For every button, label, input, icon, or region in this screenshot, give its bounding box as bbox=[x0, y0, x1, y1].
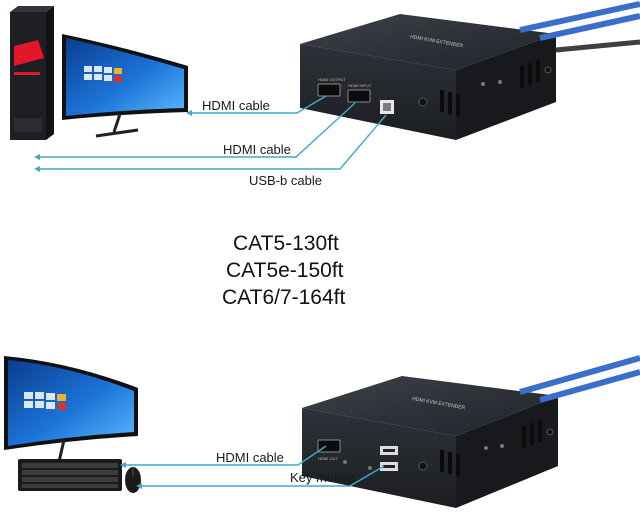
pc-tower-icon bbox=[10, 6, 54, 140]
cable-label: Key mouse bbox=[290, 470, 355, 485]
port-label: HDMI OUT bbox=[318, 456, 338, 461]
hdmi-cable-line bbox=[126, 445, 327, 466]
port-label: HDMI INPUT bbox=[348, 83, 372, 88]
cable-label: HDMI cable bbox=[223, 142, 291, 157]
monitor-icon bbox=[4, 356, 138, 472]
hdmi-output-port bbox=[317, 439, 341, 453]
cable-label: HDMI cable bbox=[202, 98, 270, 113]
hdmi-cable-line bbox=[192, 95, 327, 114]
cable-label: HDMI cable bbox=[216, 450, 284, 465]
kvm-receiver-device: HDMI KVM EXTENDER HDMI OUT bbox=[302, 376, 558, 508]
key-mouse-cable-line bbox=[142, 465, 385, 487]
hdmi-input-port bbox=[347, 89, 371, 103]
hdmi-output-port bbox=[317, 83, 341, 97]
usb-cable-line bbox=[40, 114, 387, 170]
kvm-transmitter-device: HDMI KVM EXTENDER HDMI OUTPUT HDMI INPUT bbox=[300, 14, 556, 140]
spec-line: CAT5-130ft bbox=[233, 232, 339, 255]
spec-line: CAT6/7-164ft bbox=[222, 286, 345, 309]
network-cable bbox=[519, 1, 640, 53]
cable-label: USB-b cable bbox=[249, 173, 322, 188]
keyboard-icon bbox=[18, 459, 122, 491]
spec-line: CAT5e-150ft bbox=[226, 259, 344, 282]
monitor-icon bbox=[62, 34, 188, 138]
port-label: HDMI OUTPUT bbox=[318, 77, 346, 82]
mouse-icon bbox=[125, 467, 141, 493]
network-cable bbox=[519, 355, 640, 403]
hdmi-cable-line bbox=[40, 102, 356, 158]
